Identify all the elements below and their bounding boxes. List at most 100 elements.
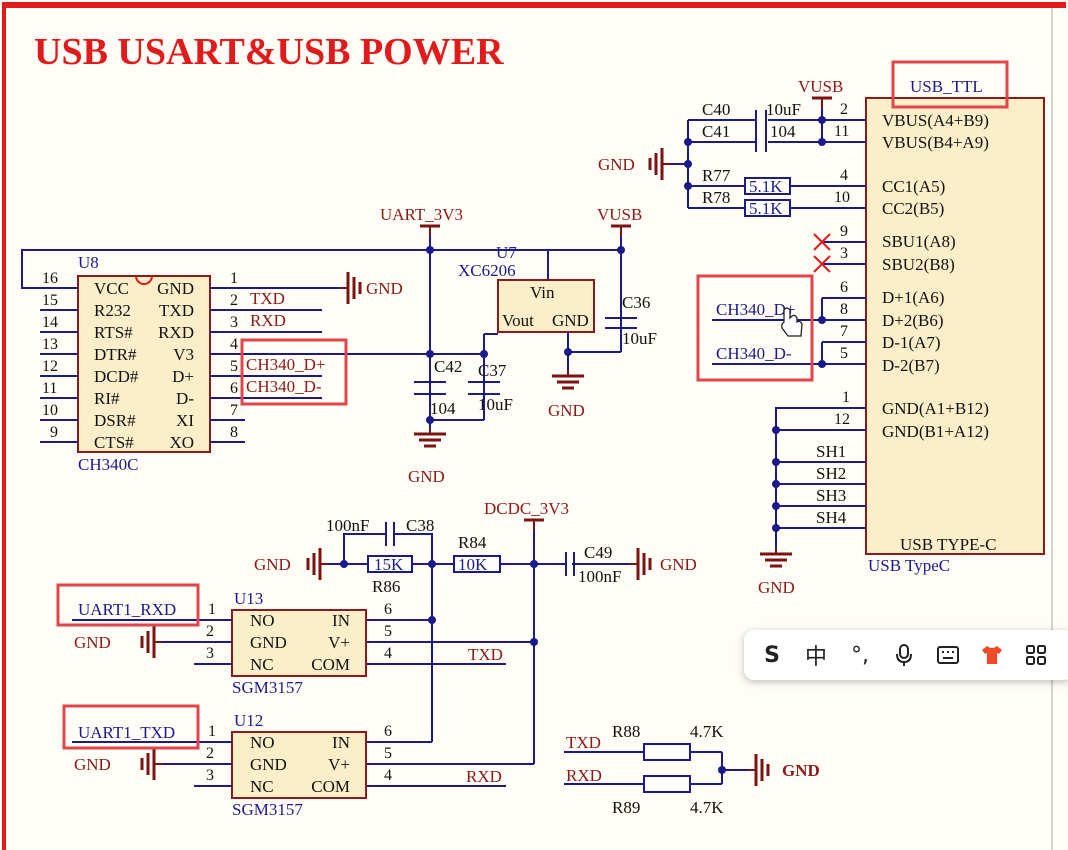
grid-icon[interactable] — [1022, 641, 1050, 669]
keyboard-icon[interactable] — [934, 641, 962, 669]
r84-resistor[interactable]: 10K R84 — [453, 533, 501, 574]
svg-text:USB TYPE-C: USB TYPE-C — [900, 535, 997, 554]
language-toggle-button[interactable]: 中 — [804, 645, 827, 670]
svg-text:6: 6 — [384, 601, 392, 618]
r89-resistor[interactable]: R89 4.7K — [612, 775, 724, 817]
svg-text:5.1K: 5.1K — [749, 177, 783, 196]
svg-text:VUSB: VUSB — [798, 77, 843, 96]
svg-text:11: 11 — [834, 123, 849, 140]
svg-text:XO: XO — [169, 433, 194, 452]
svg-text:R84: R84 — [458, 533, 487, 552]
svg-text:C41: C41 — [702, 122, 730, 141]
sogou-logo-icon[interactable]: S — [764, 642, 780, 668]
r86-resistor[interactable]: 15K R86 — [367, 555, 413, 596]
svg-text:CH340_D+: CH340_D+ — [716, 300, 795, 319]
svg-text:1: 1 — [230, 270, 238, 287]
u8-ch340c[interactable]: U8 CH340C 16 15 14 13 12 11 10 9 VCC R23… — [40, 253, 245, 474]
highlight-uart1-rxd — [56, 583, 200, 627]
svg-text:7: 7 — [840, 323, 848, 340]
svg-text:C42: C42 — [434, 357, 462, 376]
c42-capacitor[interactable]: C42 104 — [414, 357, 462, 418]
svg-text:U12: U12 — [234, 711, 263, 730]
svg-text:3: 3 — [840, 245, 848, 262]
svg-text:SGM3157: SGM3157 — [232, 678, 303, 697]
svg-text:VBUS(B4+A9): VBUS(B4+A9) — [882, 133, 989, 152]
svg-text:VBUS(A4+B9): VBUS(A4+B9) — [882, 111, 989, 130]
svg-text:10uF: 10uF — [478, 395, 513, 414]
svg-text:GND: GND — [548, 401, 585, 420]
svg-text:5: 5 — [384, 623, 392, 640]
svg-text:U13: U13 — [234, 589, 263, 608]
r88-resistor[interactable]: R88 4.7K — [612, 722, 724, 761]
svg-text:6: 6 — [840, 279, 848, 296]
microphone-icon[interactable] — [890, 641, 918, 669]
svg-text:14: 14 — [42, 314, 58, 331]
svg-text:1: 1 — [842, 389, 850, 406]
uart1-txd-label: UART1_TXD — [78, 723, 175, 742]
svg-text:CC1(A5): CC1(A5) — [882, 177, 945, 196]
svg-text:VCC: VCC — [94, 279, 129, 298]
svg-text:COM: COM — [311, 655, 350, 674]
c37-capacitor[interactable]: C37 10uF — [468, 361, 513, 414]
svg-text:IN: IN — [332, 611, 350, 630]
u7-xc6206[interactable]: U7 XC6206 Vin Vout GND — [458, 243, 595, 333]
u13-sgm3157[interactable]: U13 SGM3157 NO GND NC IN V+ COM — [231, 589, 367, 697]
u12-sgm3157[interactable]: U12 SGM3157 NO GND NC IN V+ COM — [231, 711, 367, 819]
svg-text:10: 10 — [42, 402, 58, 419]
usb-typec-connector[interactable]: USB TYPE-C USB TypeC VBUS(A4+B9) VBUS(B4… — [865, 97, 1045, 575]
r77-resistor[interactable]: 5.1K R77 — [702, 166, 791, 196]
svg-text:12: 12 — [42, 358, 58, 375]
svg-text:3: 3 — [230, 314, 238, 331]
svg-text:15K: 15K — [374, 555, 404, 574]
svg-text:GND: GND — [758, 578, 795, 597]
svg-text:SBU1(A8): SBU1(A8) — [882, 232, 956, 251]
svg-text:GND: GND — [552, 311, 589, 330]
shirt-icon[interactable] — [978, 641, 1006, 669]
svg-text:3: 3 — [206, 645, 214, 662]
svg-text:Vin: Vin — [530, 283, 555, 302]
r78-resistor[interactable]: 5.1K R78 — [702, 188, 791, 218]
svg-text:DTR#: DTR# — [94, 345, 137, 364]
svg-text:11: 11 — [42, 380, 57, 397]
highlight-usb-ttl — [891, 60, 1009, 109]
svg-text:D+: D+ — [172, 367, 194, 386]
svg-text:6: 6 — [230, 380, 238, 397]
svg-text:TXD: TXD — [159, 301, 194, 320]
u8-ref: U8 — [78, 253, 99, 272]
svg-text:V+: V+ — [328, 755, 350, 774]
svg-text:1: 1 — [208, 723, 216, 740]
svg-text:GND(A1+B12): GND(A1+B12) — [882, 399, 989, 418]
svg-text:SH2: SH2 — [816, 464, 846, 483]
highlight-ch340-d-left — [240, 338, 348, 406]
svg-text:IN: IN — [332, 733, 350, 752]
svg-text:RXD: RXD — [466, 767, 502, 786]
svg-text:9: 9 — [50, 424, 58, 441]
frame-top-border — [2, 2, 1066, 8]
svg-text:GND: GND — [598, 155, 635, 174]
frame-left-border — [2, 2, 6, 850]
svg-text:4: 4 — [384, 767, 392, 784]
net-label-rxd-u8: RXD — [250, 311, 286, 330]
svg-text:2: 2 — [230, 292, 238, 309]
svg-text:GND: GND — [74, 755, 111, 774]
u8-part: CH340C — [78, 455, 138, 474]
svg-text:NO: NO — [250, 611, 275, 630]
punctuation-toggle-button[interactable]: °, — [851, 642, 869, 668]
hand-cursor-icon — [781, 307, 803, 337]
svg-text:SH3: SH3 — [816, 486, 846, 505]
svg-text:D-2(B7): D-2(B7) — [882, 356, 940, 375]
svg-text:R77: R77 — [702, 166, 731, 185]
svg-text:USB TypeC: USB TypeC — [868, 556, 950, 575]
svg-text:GND: GND — [250, 633, 287, 652]
net-label-ch340-dp: CH340_D+ — [246, 355, 325, 374]
svg-text:GND: GND — [254, 555, 291, 574]
svg-text:10uF: 10uF — [622, 329, 657, 348]
c36-capacitor[interactable]: C36 10uF — [605, 293, 657, 348]
svg-text:4: 4 — [840, 167, 848, 184]
svg-text:5.1K: 5.1K — [749, 199, 783, 218]
svg-text:R88: R88 — [612, 722, 640, 741]
svg-text:C38: C38 — [406, 516, 434, 535]
svg-text:COM: COM — [311, 777, 350, 796]
svg-text:C37: C37 — [478, 361, 507, 380]
